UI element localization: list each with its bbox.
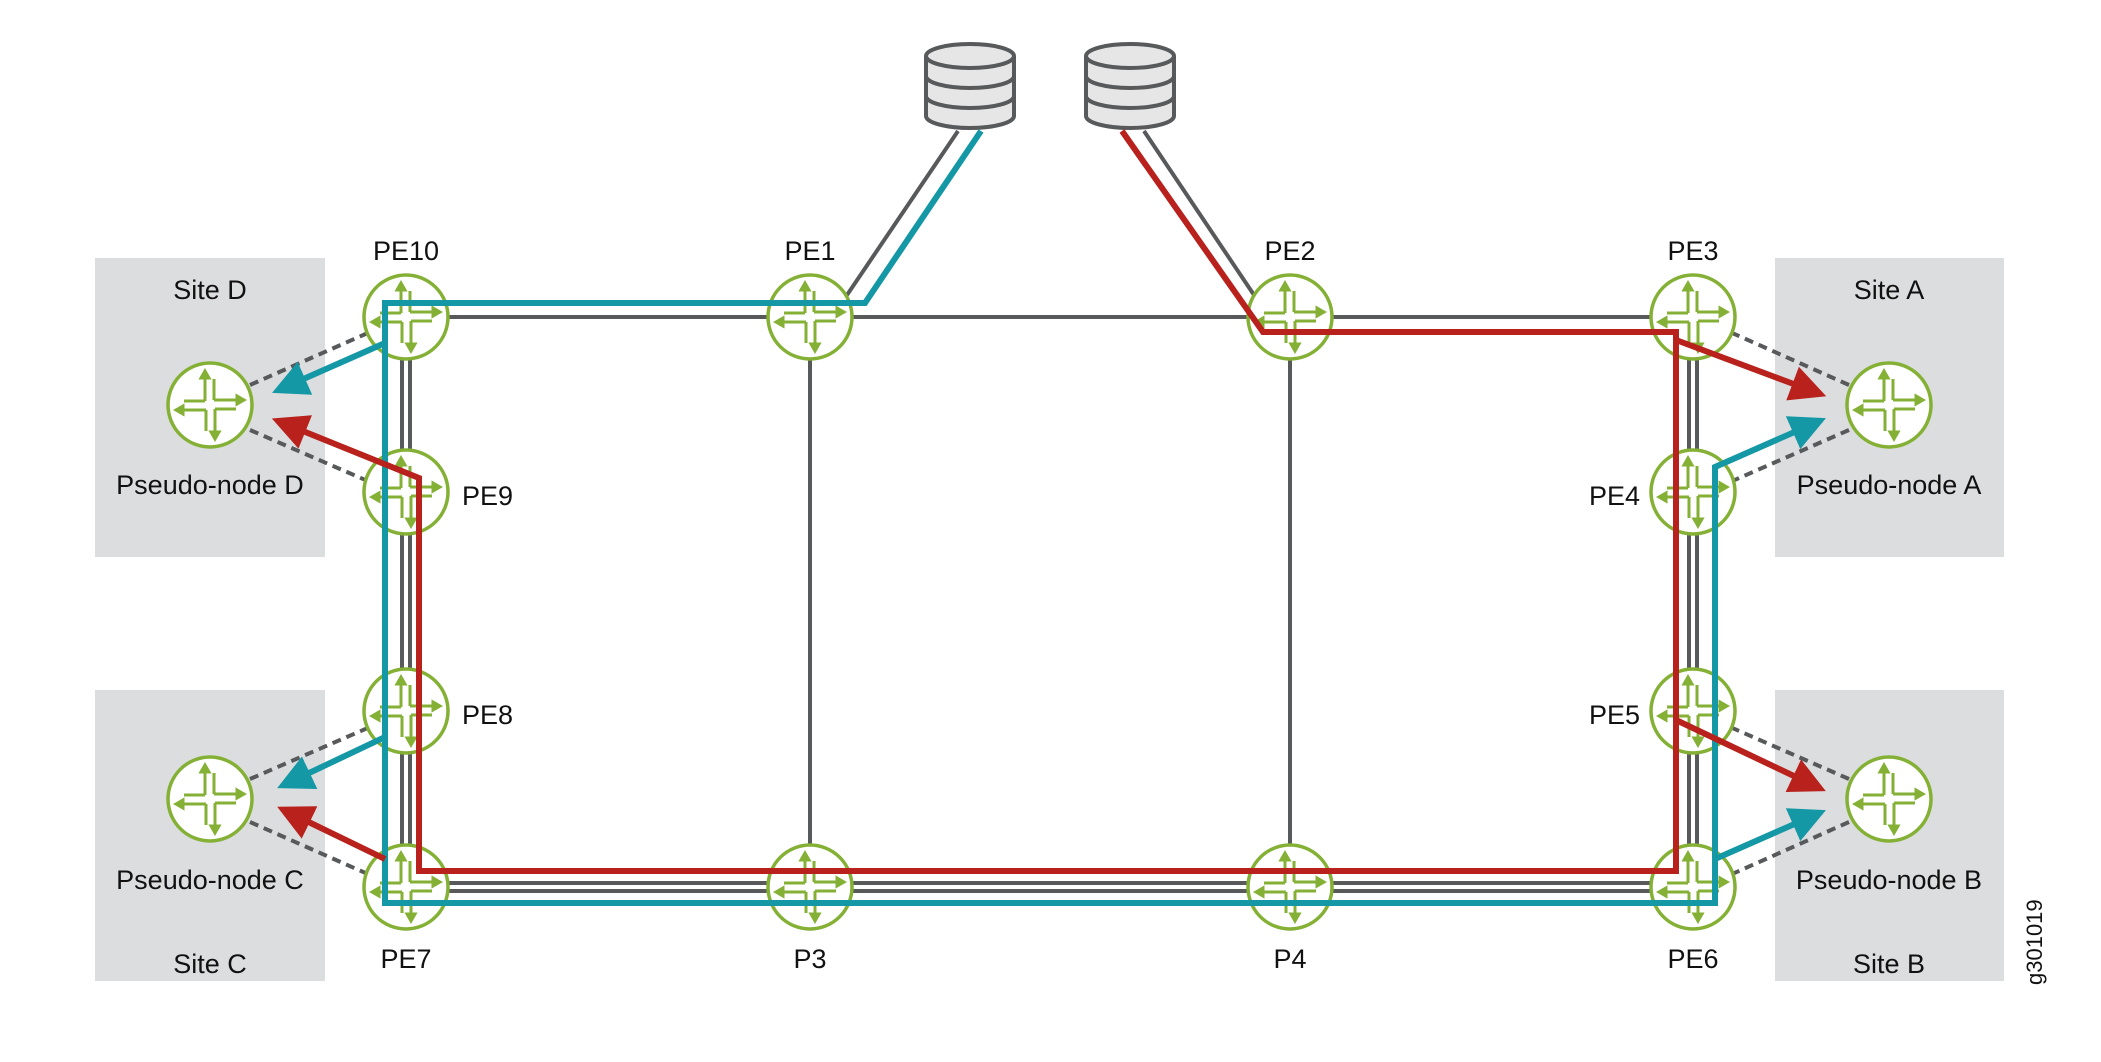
site-c-label: Site C [173, 949, 247, 979]
site-d-label: Site D [173, 275, 247, 305]
pe2-label: PE2 [1264, 236, 1315, 266]
router-pe1[interactable] [766, 273, 854, 361]
pe1-label: PE1 [784, 236, 835, 266]
red-path [271, 129, 1827, 874]
database-icon-1[interactable] [924, 42, 1016, 130]
pseudo-node-c-icon[interactable] [166, 755, 254, 843]
teal-path [272, 129, 1826, 906]
pseudo-node-c-label: Pseudo-node C [116, 865, 304, 895]
pe9-label: PE9 [462, 481, 513, 511]
figure-id: g301019 [2022, 899, 2047, 985]
pe4-label: PE4 [1589, 481, 1640, 511]
pe5-label: PE5 [1589, 700, 1640, 730]
site-b-label: Site B [1853, 949, 1925, 979]
router-p4[interactable] [1246, 843, 1334, 931]
p4-label: P4 [1273, 944, 1306, 974]
pe7-label: PE7 [380, 944, 431, 974]
database-icon-2[interactable] [1084, 42, 1176, 130]
pe8-label: PE8 [462, 700, 513, 730]
pseudo-node-b-label: Pseudo-node B [1796, 865, 1982, 895]
pe10-label: PE10 [373, 236, 439, 266]
p3-label: P3 [793, 944, 826, 974]
pe3-label: PE3 [1667, 236, 1718, 266]
pe6-label: PE6 [1667, 944, 1718, 974]
router-p3[interactable] [766, 843, 854, 931]
pseudo-node-d-label: Pseudo-node D [116, 470, 304, 500]
site-a-label: Site A [1854, 275, 1925, 305]
pseudo-node-d-icon[interactable] [166, 361, 254, 449]
pseudo-node-a-icon[interactable] [1845, 361, 1933, 449]
pseudo-node-a-label: Pseudo-node A [1797, 470, 1982, 500]
physical-links [400, 129, 1699, 893]
router-pe2[interactable] [1246, 273, 1334, 361]
pseudo-node-b-icon[interactable] [1845, 755, 1933, 843]
pseudo-node-links [249, 330, 1850, 877]
